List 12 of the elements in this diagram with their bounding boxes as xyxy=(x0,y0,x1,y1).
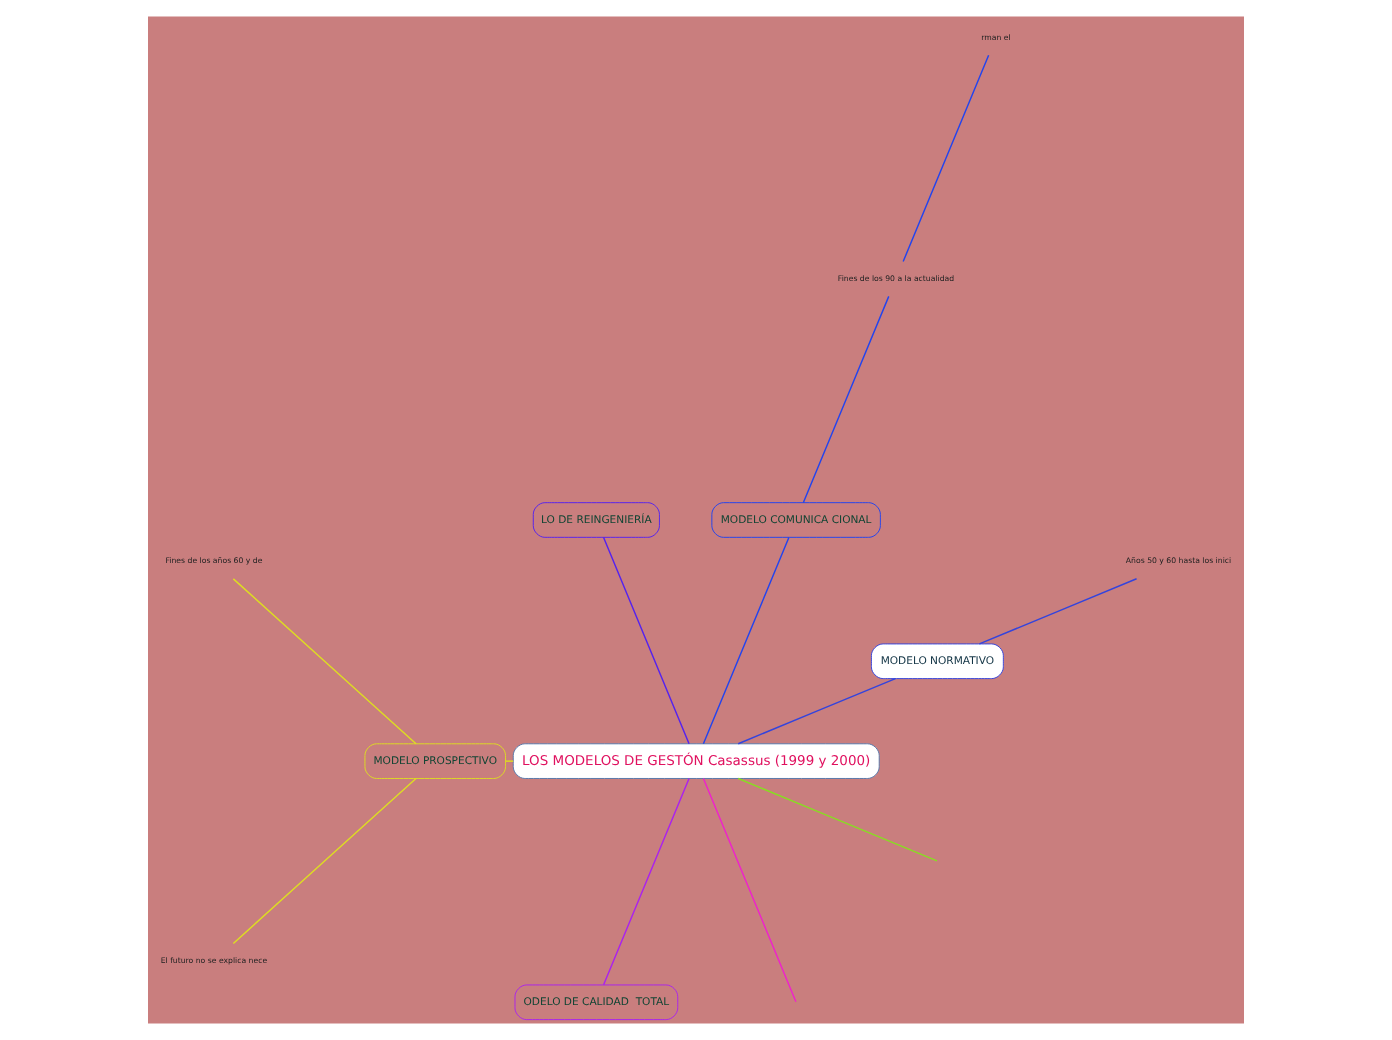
connector xyxy=(978,578,1138,645)
connector xyxy=(232,777,417,945)
connector xyxy=(902,54,990,263)
connector xyxy=(702,777,797,1003)
connector xyxy=(602,536,690,745)
connector xyxy=(504,760,514,762)
connector xyxy=(737,777,938,862)
connector xyxy=(802,295,890,504)
connector xyxy=(602,777,690,986)
connector xyxy=(702,536,790,745)
connector xyxy=(232,578,417,745)
connector xyxy=(737,677,897,745)
